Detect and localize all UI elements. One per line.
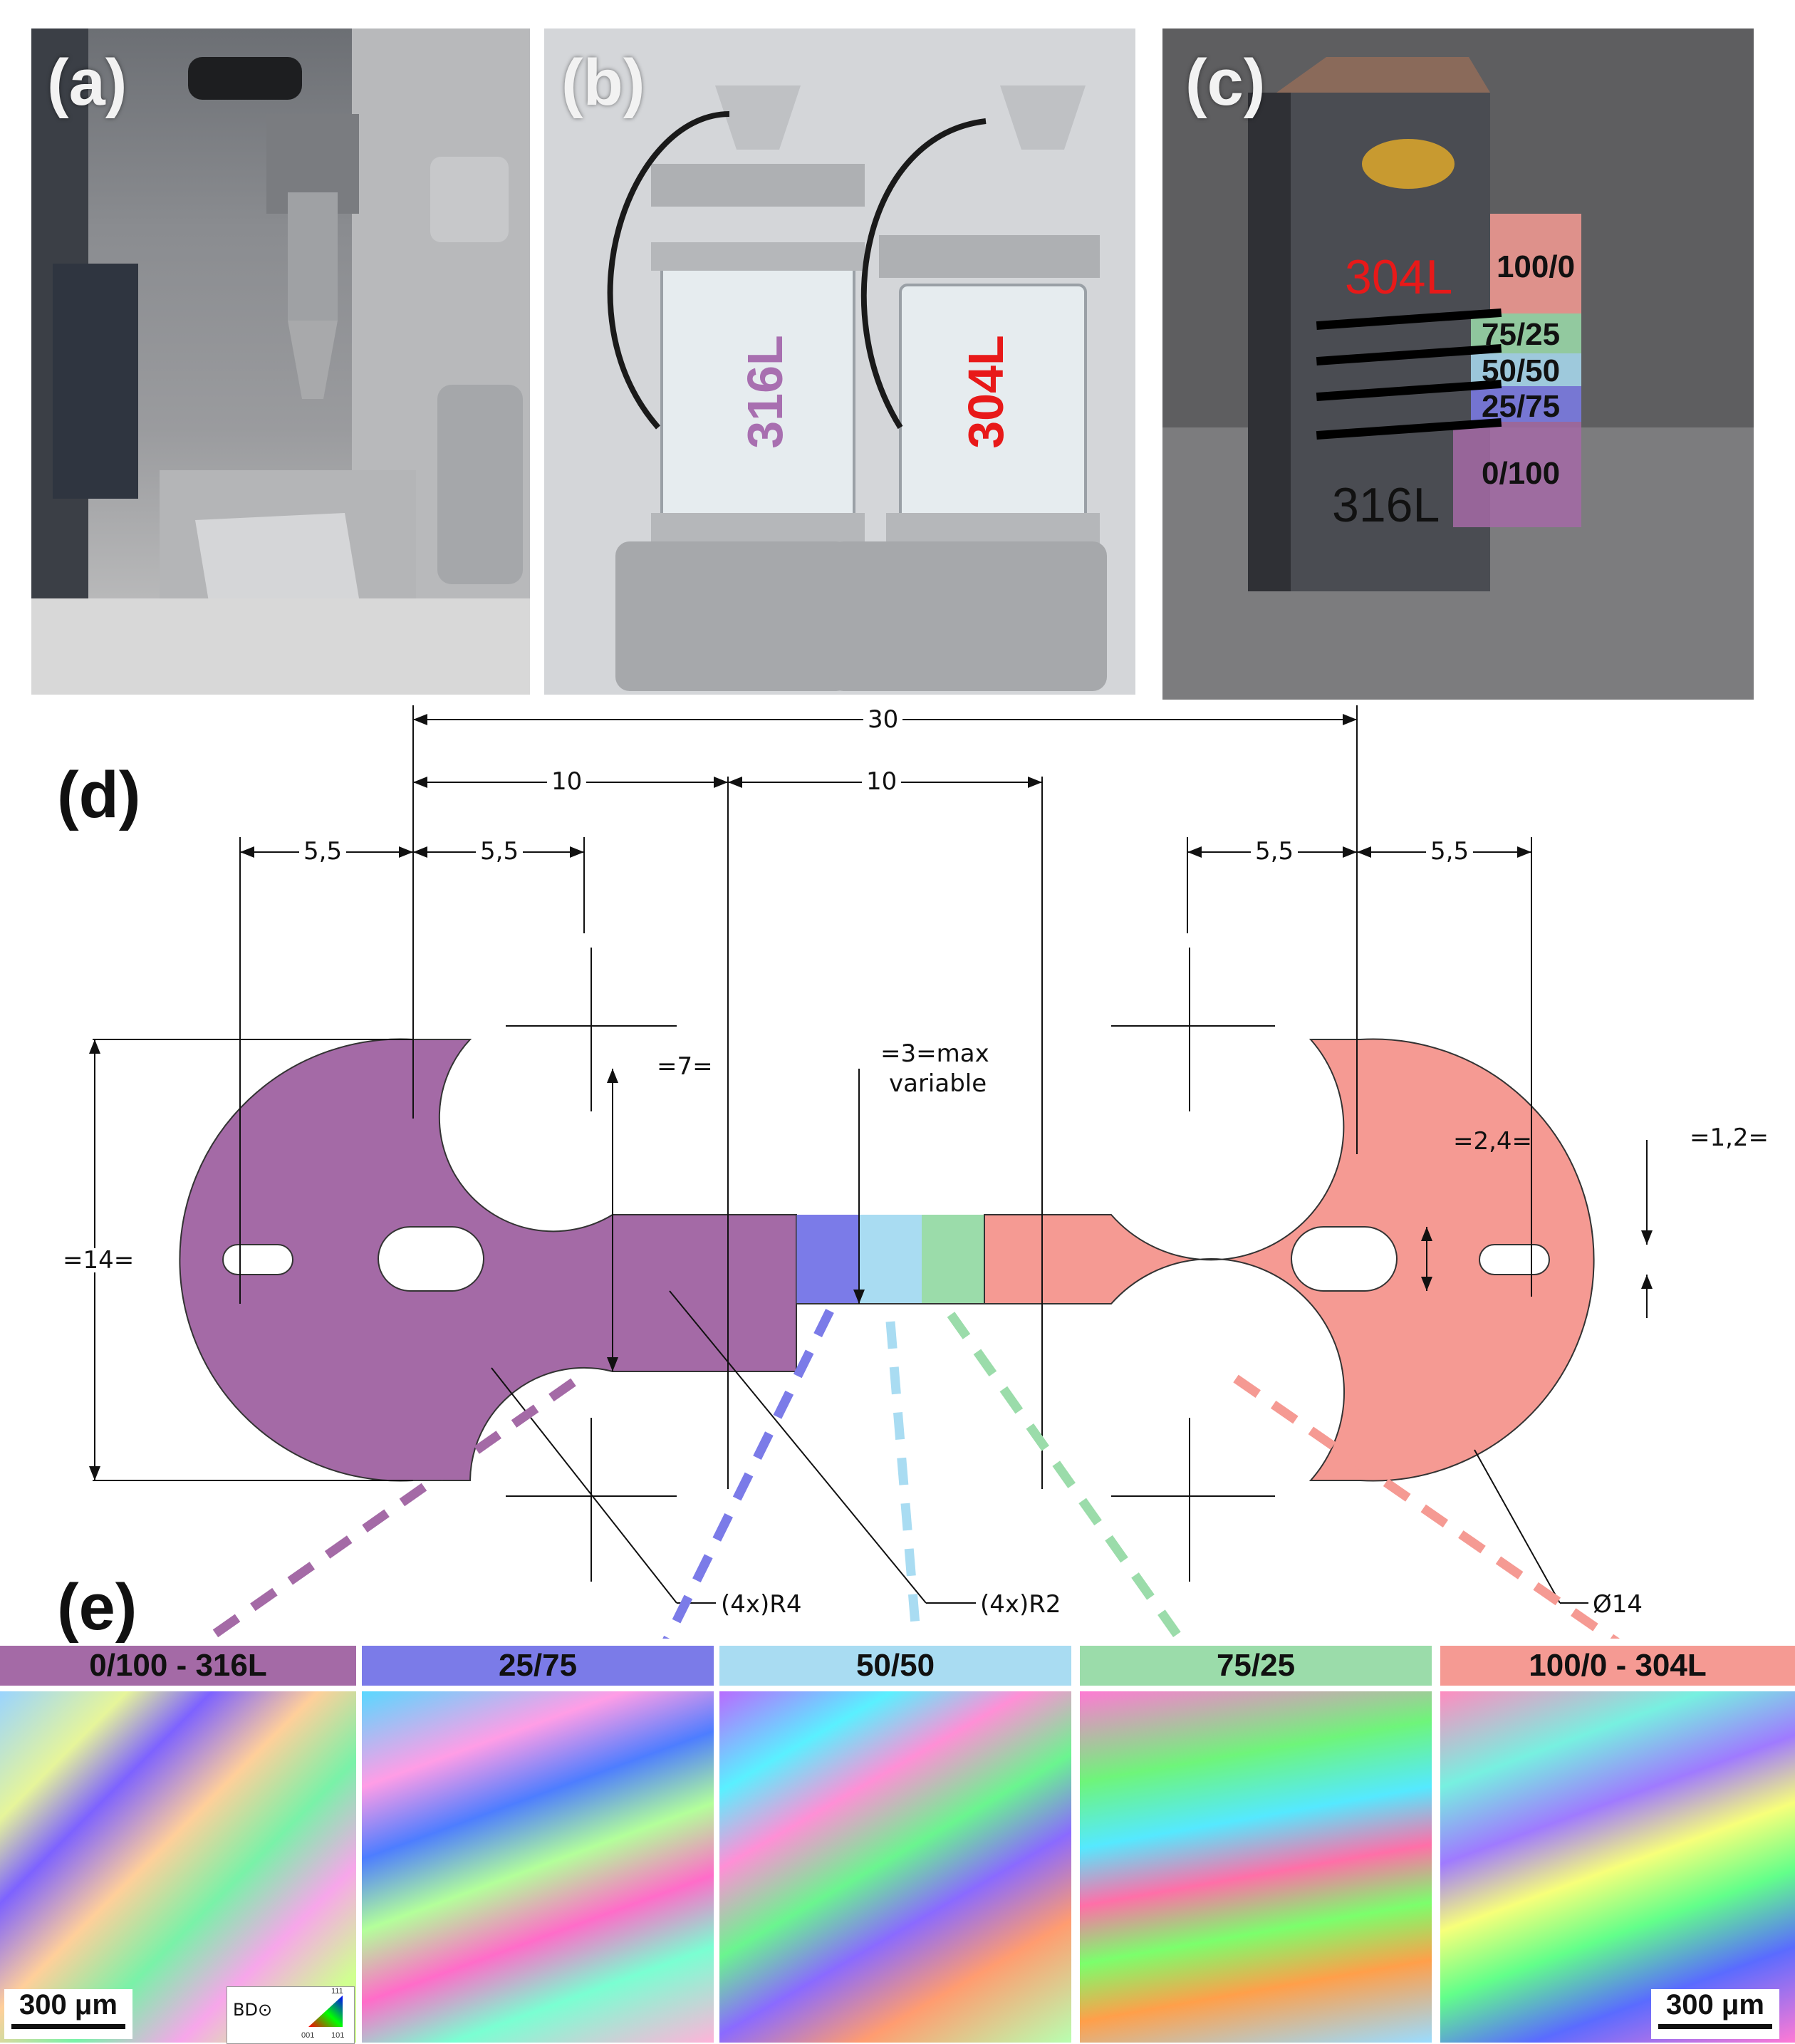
dim-diameter: Ø14: [1593, 1590, 1643, 1619]
panel-b-illustration: [544, 28, 1135, 695]
dim-left-span: 10: [547, 769, 587, 794]
dim-hole: =1,2=: [1690, 1124, 1769, 1152]
ratio-0-100: 0/100: [1482, 456, 1561, 491]
scale-bar-right: 300 μm: [1651, 1989, 1779, 2039]
panel-b-photo: 316L 304L: [544, 28, 1135, 695]
band-100-0: [1490, 214, 1581, 313]
dim-left-a: 5,5: [299, 839, 347, 863]
ebsd-map-25-75: [362, 1691, 714, 2043]
scale-bar-left: 300 μm: [4, 1989, 132, 2039]
ipf-legend: BD⊙ 111 001 101: [227, 1986, 355, 2044]
scale-bar-left-label: 300 μm: [19, 1989, 118, 2020]
ebsd-map-75-25: [1080, 1691, 1432, 2043]
dim-radius-large: (4x)R4: [721, 1590, 802, 1619]
gauge-50-50: [859, 1215, 922, 1304]
panel-a-label: (a): [47, 46, 128, 119]
dim-right-a: 5,5: [1251, 839, 1299, 863]
slot-right-small: [1479, 1244, 1550, 1275]
panel-a-illustration: [31, 28, 530, 695]
ebsd-header-75-25: 75/25: [1080, 1646, 1432, 1686]
panel-a-photo: [31, 28, 530, 695]
specimen-right-region: [984, 1038, 1595, 1482]
scale-bar-right-label: 300 μm: [1666, 1989, 1764, 2020]
dim-radius-small: (4x)R2: [980, 1590, 1061, 1619]
specimen-left-region: [179, 1038, 797, 1482]
panel-d-label: (d): [57, 759, 141, 831]
ipf-tick-111: 111: [331, 1987, 343, 1996]
dim-height: =14=: [60, 1248, 137, 1272]
gauge-75-25: [922, 1215, 984, 1304]
ipf-triangle-icon: [308, 1996, 343, 2027]
ratio-75-25: 75/25: [1482, 317, 1561, 352]
ratio-25-75: 25/75: [1482, 389, 1561, 424]
block-label-316l: 316L: [1332, 478, 1440, 532]
dim-neck: =7=: [657, 1052, 713, 1081]
band-25-75: [1471, 386, 1581, 422]
slot-left-large: [378, 1226, 484, 1292]
ipf-tick-101: 101: [331, 2031, 345, 2040]
ipf-legend-label: BD⊙: [233, 2000, 273, 2020]
ebsd-header-25-75: 25/75: [362, 1646, 714, 1686]
dim-left-b: 5,5: [476, 839, 524, 863]
dim-gauge-line2: variable: [889, 1069, 987, 1098]
gauge-25-75: [796, 1215, 859, 1304]
ebsd-map-50-50: [719, 1691, 1071, 2043]
slot-left-small: [222, 1244, 293, 1275]
ebsd-map-100-0: [1440, 1691, 1795, 2043]
dim-overall: 30: [863, 707, 903, 732]
ratio-50-50: 50/50: [1482, 353, 1561, 388]
dim-right-b: 5,5: [1426, 839, 1474, 863]
ipf-tick-001: 001: [301, 2031, 315, 2040]
band-0-100: [1453, 422, 1581, 527]
specimen-drawing: [89, 705, 1653, 1639]
panel-c-label: (c): [1185, 46, 1266, 119]
panel-b-label: (b): [561, 46, 645, 119]
ebsd-header-50-50: 50/50: [719, 1646, 1071, 1686]
ebsd-header-0-100: 0/100 - 316L: [0, 1646, 356, 1686]
ebsd-header-100-0: 100/0 - 304L: [1440, 1646, 1795, 1686]
panel-e-label: (e): [57, 1571, 137, 1644]
slot-right-large: [1291, 1226, 1398, 1292]
ebsd-map-0-100: [0, 1691, 356, 2043]
dim-gauge-line1: =3=max: [880, 1039, 989, 1068]
dim-slot: =2,4=: [1453, 1127, 1533, 1156]
block-label-304l: 304L: [1345, 250, 1453, 304]
dim-right-span: 10: [862, 769, 902, 794]
ratio-100-0: 100/0: [1496, 249, 1576, 284]
